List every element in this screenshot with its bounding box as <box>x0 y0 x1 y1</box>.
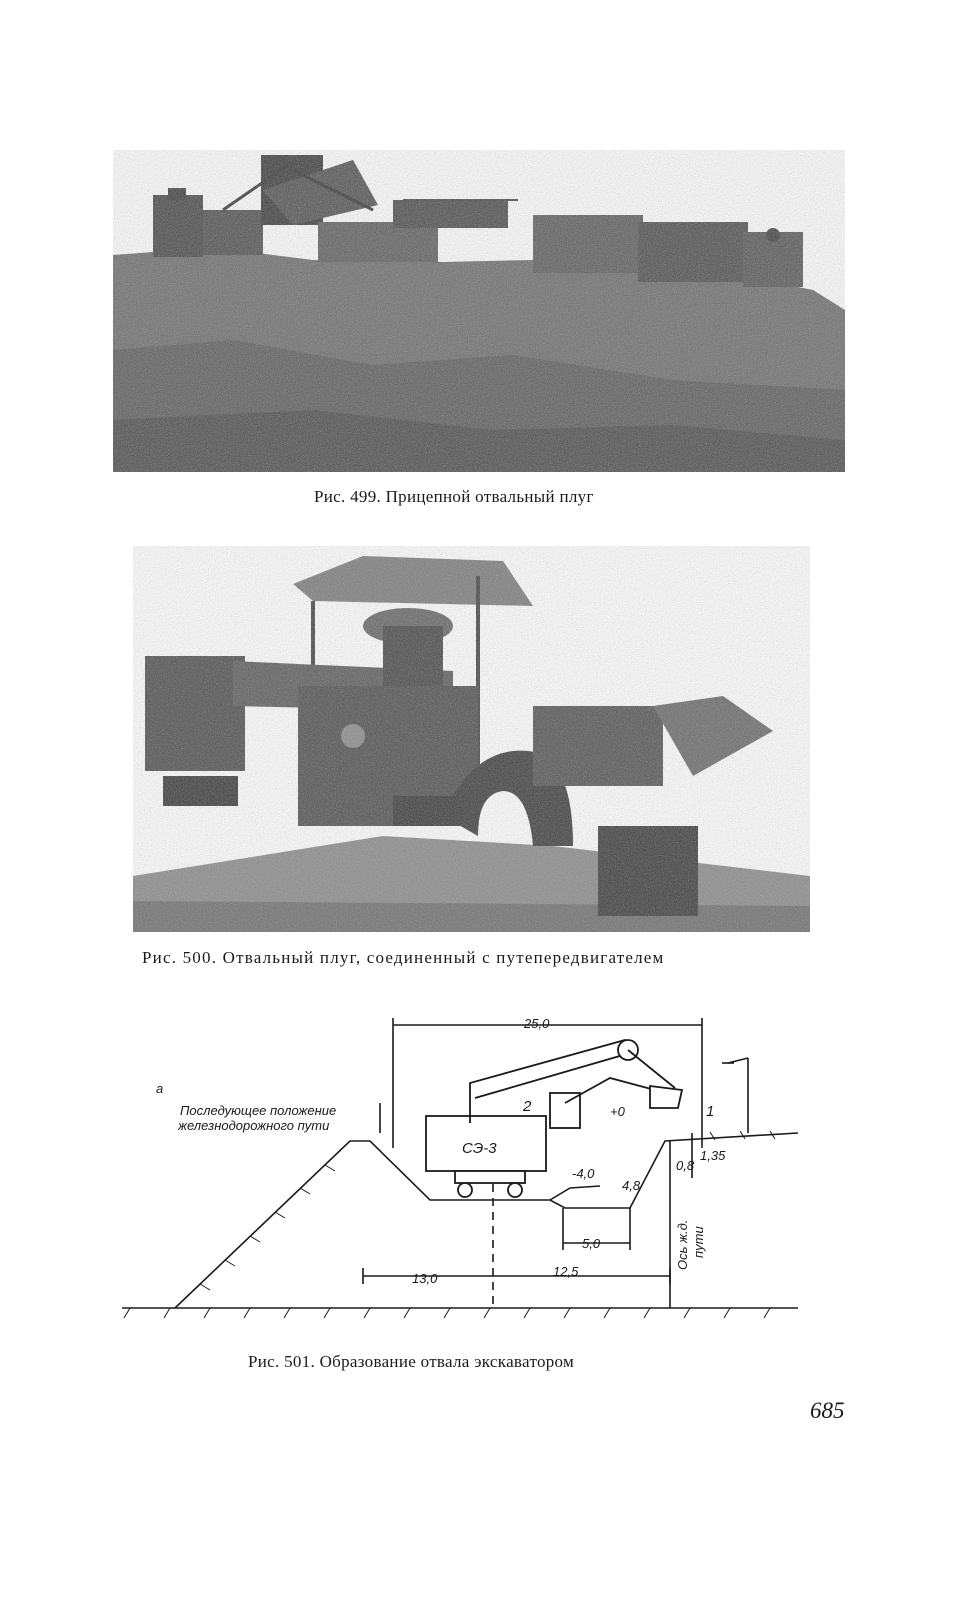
fig501-dim-13-0: 13,0 <box>412 1271 438 1286</box>
fig501-excavator-mark: СЭ-3 <box>462 1140 497 1157</box>
figure-499-caption: Рис. 499. Прицепной отвальный плуг <box>314 487 594 506</box>
figure-500-photo <box>133 546 810 932</box>
fig501-point-2: 2 <box>522 1098 532 1115</box>
fig501-dim-0-8: 0,8 <box>676 1158 695 1173</box>
fig501-dim-5-0: 5,0 <box>582 1236 601 1251</box>
fig501-axis-line1: Ось ж.д. <box>675 1220 690 1270</box>
fig501-future-track-line2: железнодорожного пути <box>177 1118 329 1133</box>
figure-501-caption: Рис. 501. Образование отвала экскаваторо… <box>248 1352 575 1371</box>
fig501-dim-12-5: 12,5 <box>553 1264 579 1279</box>
figure-499-photo <box>113 150 845 472</box>
page-number: 685 <box>810 1398 845 1423</box>
fig501-level-minus4: -4,0 <box>572 1166 595 1181</box>
figure-500-caption: Рис. 500. Отвальный плуг, соединенный с … <box>142 948 665 967</box>
fig501-dim-total-width: 25,0 <box>523 1016 550 1031</box>
fig501-corner-letter: а <box>156 1081 163 1096</box>
fig501-axis-line2: пути <box>691 1226 706 1258</box>
fig501-dim-1-35: 1,35 <box>700 1148 726 1163</box>
fig501-future-track-line1: Последующее положение <box>180 1103 336 1118</box>
figure-501-diagram: а Последующее положение железнодорожного… <box>110 1008 810 1328</box>
fig501-dim-4-8: 4,8 <box>622 1178 641 1193</box>
fig501-level-zero: +0 <box>610 1104 626 1119</box>
fig501-point-1: 1 <box>706 1103 714 1120</box>
